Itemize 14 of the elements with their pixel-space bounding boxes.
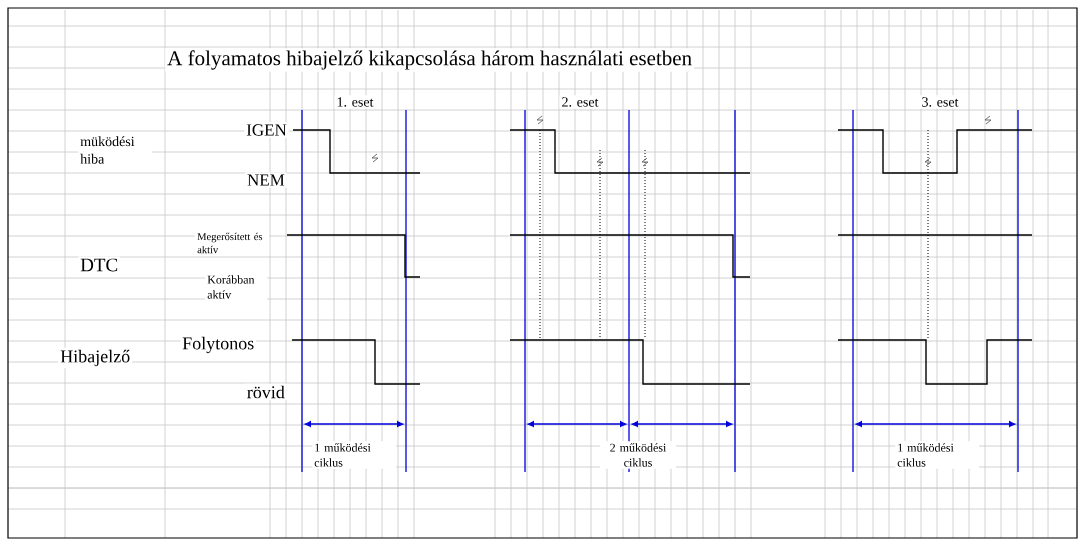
cycle-label: 1 működési ciklus [895, 441, 980, 469]
diagram-title: A folyamatos hibajelző kikapcsolása három használati esetben [165, 48, 694, 72]
case-label: 1. eset [334, 95, 376, 109]
signal-name: müködési hiba [78, 134, 153, 166]
cycle-label: 1 működési ciklus [312, 441, 397, 469]
level-label: NEM [245, 172, 287, 188]
level-label: Megerősített és aktív [195, 230, 270, 256]
level-label: Korábban aktív [205, 273, 268, 301]
signal-name: Hibajelző [58, 347, 133, 369]
level-label: Folytonos [180, 334, 257, 356]
case-label: 3. eset [919, 95, 961, 109]
cycle-label: 2 működési ciklus [600, 441, 676, 469]
level-label: IGEN [244, 122, 289, 138]
case-label: 2. eset [559, 95, 601, 109]
